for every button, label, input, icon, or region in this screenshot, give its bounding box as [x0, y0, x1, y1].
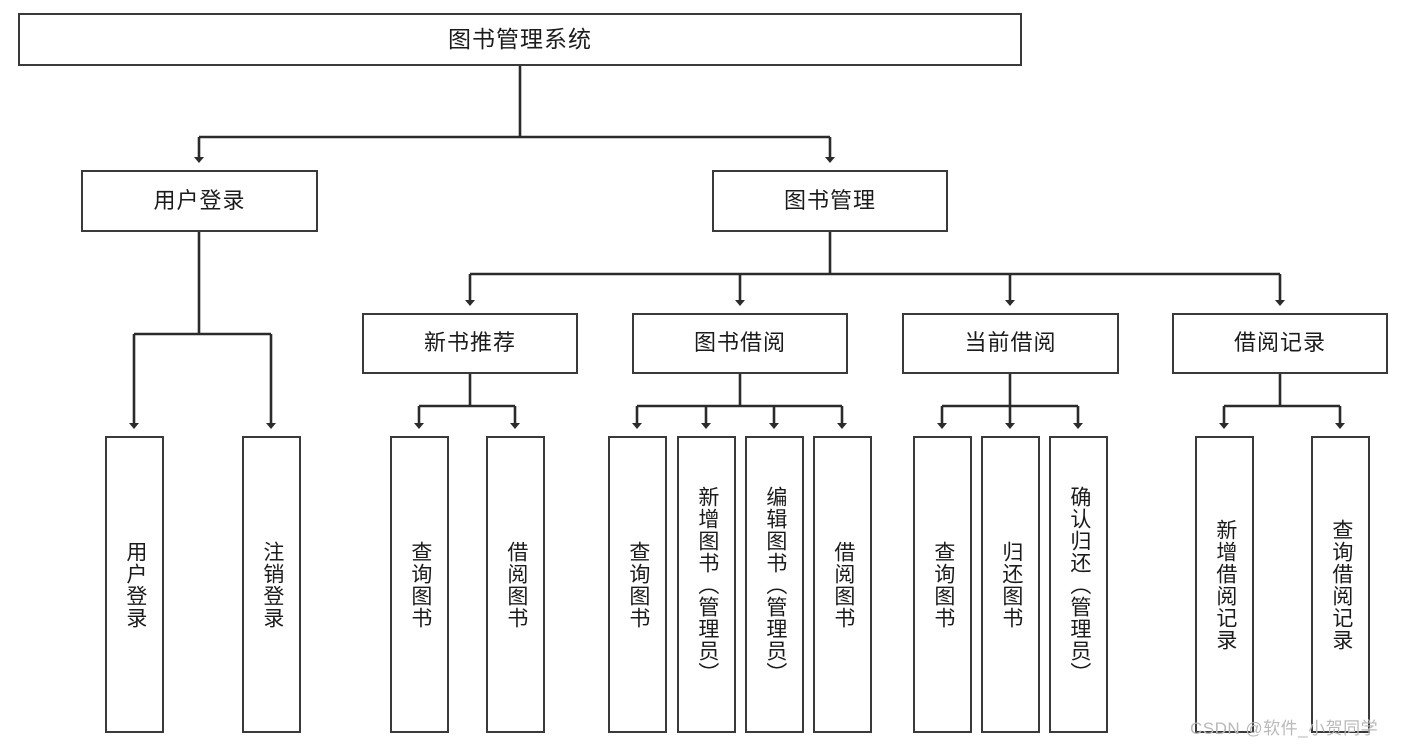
- node-new-book-recommend[interactable]: 新书推荐: [362, 313, 578, 374]
- node-label: 当前借阅: [964, 330, 1057, 356]
- node-label: 查询图书: [626, 540, 650, 629]
- node-label: 图书借阅: [693, 330, 786, 356]
- leaf-borrow-book-recommend[interactable]: 借阅图书: [486, 436, 545, 733]
- node-label: 借阅图书: [831, 540, 855, 629]
- node-borrow-record[interactable]: 借阅记录: [1172, 313, 1388, 374]
- node-label: 注销登录: [260, 540, 284, 629]
- leaf-add-borrow-record[interactable]: 新增借阅记录: [1195, 436, 1254, 733]
- csdn-watermark: CSDN @软件_小贺同学: [1190, 719, 1379, 738]
- node-label: 归还图书: [999, 540, 1023, 629]
- leaf-return-book[interactable]: 归还图书: [981, 436, 1040, 733]
- node-label: 编辑图书（管理员）: [763, 485, 787, 684]
- node-label: 图书管理: [783, 187, 876, 213]
- leaf-add-book-admin[interactable]: 新增图书（管理员）: [677, 436, 736, 733]
- leaf-confirm-return-admin[interactable]: 确认归还（管理员）: [1049, 436, 1108, 733]
- leaf-query-book-current[interactable]: 查询图书: [913, 436, 972, 733]
- node-label: 借阅记录: [1233, 330, 1326, 356]
- leaf-logout[interactable]: 注销登录: [242, 436, 301, 733]
- node-label: 新增图书（管理员）: [695, 485, 719, 684]
- node-label: 查询图书: [931, 540, 955, 629]
- node-current-borrow[interactable]: 当前借阅: [902, 313, 1119, 374]
- node-book-management[interactable]: 图书管理: [712, 170, 948, 232]
- node-label: 用户登录: [153, 187, 246, 213]
- node-label: 查询借阅记录: [1329, 518, 1353, 651]
- node-label: 确认归还（管理员）: [1067, 485, 1091, 684]
- node-book-borrow[interactable]: 图书借阅: [632, 313, 848, 374]
- leaf-edit-book-admin[interactable]: 编辑图书（管理员）: [745, 436, 804, 733]
- node-root-book-management-system[interactable]: 图书管理系统: [18, 13, 1022, 66]
- leaf-user-login[interactable]: 用户登录: [105, 436, 164, 733]
- node-label: 借阅图书: [504, 540, 528, 629]
- leaf-borrow-book[interactable]: 借阅图书: [813, 436, 872, 733]
- node-label: 新增借阅记录: [1213, 518, 1237, 651]
- leaf-query-book-recommend[interactable]: 查询图书: [390, 436, 449, 733]
- node-label: 查询图书: [408, 540, 432, 629]
- node-label: 图书管理系统: [448, 25, 592, 52]
- node-user-login[interactable]: 用户登录: [81, 170, 318, 232]
- node-label: 用户登录: [123, 540, 147, 629]
- node-label: 新书推荐: [423, 330, 516, 356]
- leaf-query-book-borrow[interactable]: 查询图书: [608, 436, 667, 733]
- leaf-query-borrow-record[interactable]: 查询借阅记录: [1311, 436, 1370, 733]
